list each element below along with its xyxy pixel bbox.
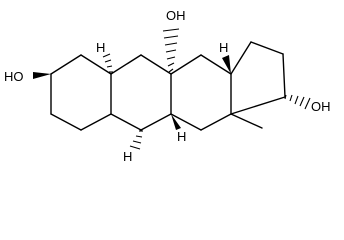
wedge-bond-c8-h — [171, 114, 181, 130]
label-h-c14: H — [219, 40, 228, 55]
wedge-bond-c3-oh — [33, 72, 51, 79]
label-oh-c3: HO — [4, 69, 24, 84]
label-h-c9: H — [123, 149, 132, 164]
label-oh-c7: OH — [166, 8, 186, 23]
label-h-c5: H — [96, 40, 105, 55]
ring-c — [170, 54, 232, 131]
ring-b — [110, 54, 172, 131]
hash-bond-c17-oh — [284, 94, 311, 110]
ring-a — [50, 54, 112, 131]
hash-bond-c9-h — [129, 130, 143, 150]
hash-bond-c7-oh — [162, 28, 180, 73]
methyl-bond-c18 — [230, 113, 263, 129]
steroid-structure-diagram: HO OH OH H H H H — [4, 8, 331, 164]
label-h-c8: H — [177, 129, 186, 144]
label-oh-c17: OH — [311, 99, 331, 114]
wedge-bond-c14-h — [222, 55, 231, 74]
hash-bond-c5-h — [102, 53, 113, 73]
ring-d — [230, 41, 286, 115]
